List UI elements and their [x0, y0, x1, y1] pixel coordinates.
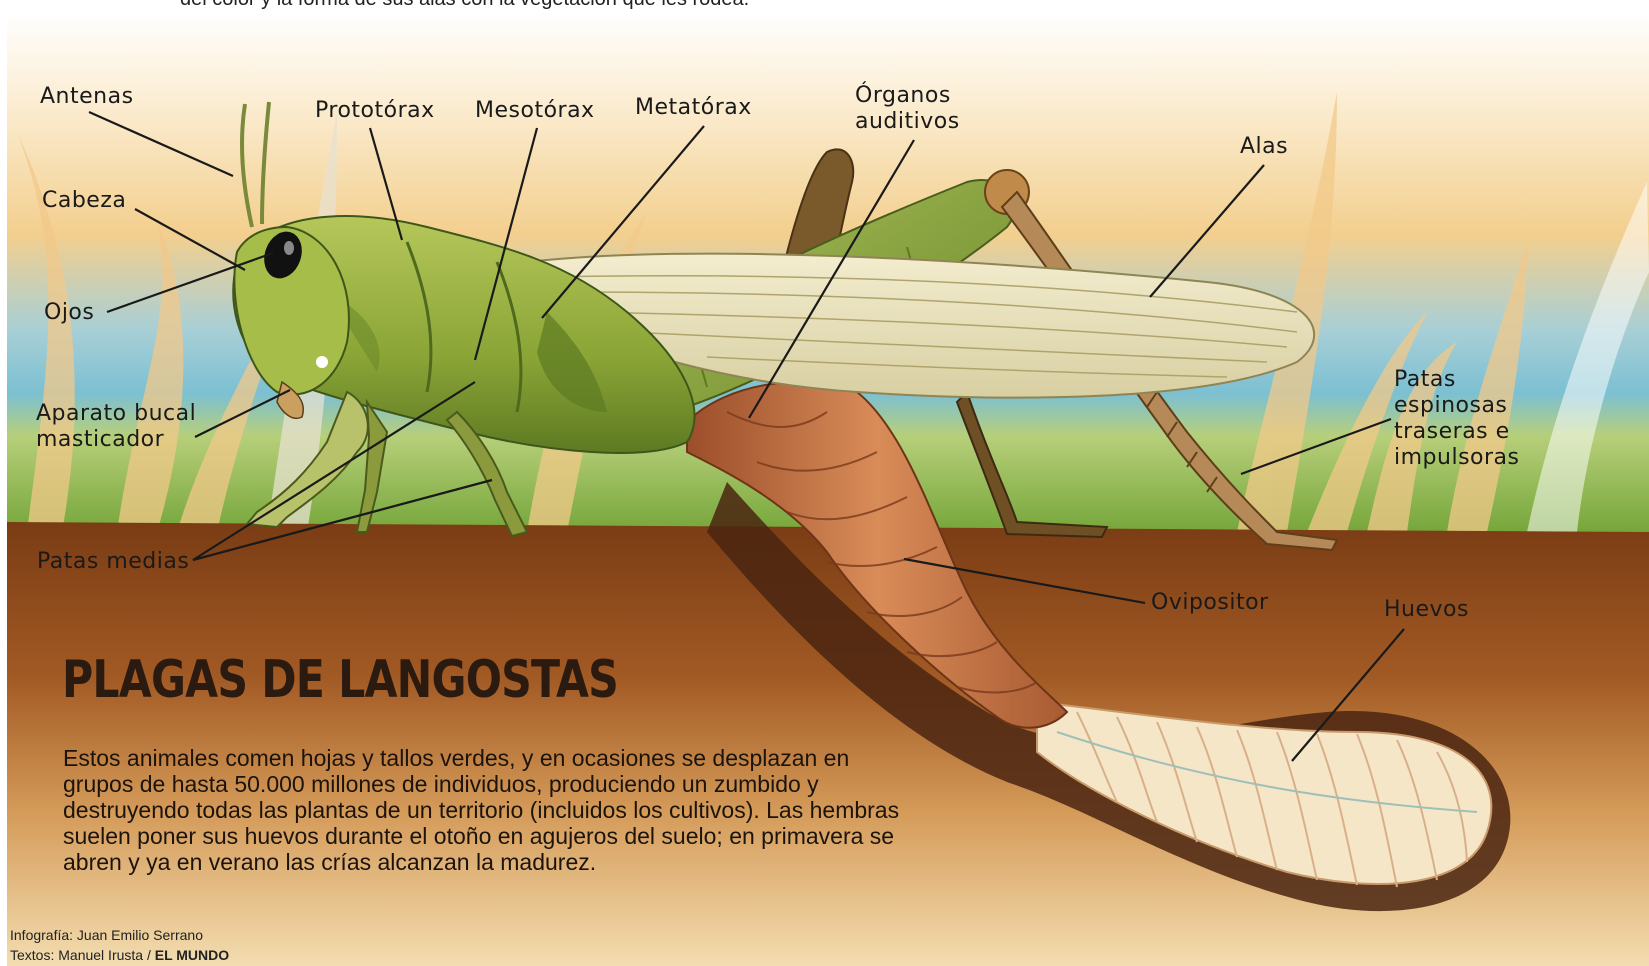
- label-patas-esp-line3: traseras e: [1394, 419, 1519, 445]
- description-text: Estos animales comen hojas y tallos verd…: [63, 745, 923, 875]
- label-ojos: Ojos: [44, 300, 94, 326]
- label-patas-medias: Patas medias: [37, 549, 189, 575]
- label-huevos: Huevos: [1384, 597, 1469, 623]
- credits-textos: Textos: Manuel Irusta / EL MUNDO: [10, 945, 229, 965]
- credits: Infografía: Juan Emilio Serrano Textos: …: [10, 925, 229, 965]
- credits-brand: EL MUNDO: [155, 947, 229, 963]
- label-organos-auditivos: Órganos auditivos: [855, 83, 960, 135]
- label-ovipositor: Ovipositor: [1151, 590, 1269, 616]
- page-title: PLAGAS DE LANGOSTAS: [62, 650, 618, 710]
- label-cabeza: Cabeza: [42, 188, 126, 214]
- label-protorax: Prototórax: [315, 98, 435, 124]
- label-alas: Alas: [1240, 134, 1288, 160]
- credits-textos-prefix: Textos: Manuel Irusta /: [10, 947, 155, 963]
- label-aparato-bucal-line2: masticador: [36, 427, 196, 453]
- label-organos-line1: Órganos: [855, 83, 960, 109]
- label-patas-esp-line4: impulsoras: [1394, 445, 1519, 471]
- label-patas-espinosas: Patas espinosas traseras e impulsoras: [1394, 367, 1519, 471]
- label-aparato-bucal: Aparato bucal masticador: [36, 401, 196, 453]
- label-antenas: Antenas: [40, 84, 134, 110]
- credits-infografia: Infografía: Juan Emilio Serrano: [10, 925, 229, 945]
- label-patas-esp-line1: Patas: [1394, 367, 1519, 393]
- label-metatorax: Metatórax: [635, 95, 752, 121]
- label-mesotorax: Mesotórax: [475, 98, 595, 124]
- label-patas-esp-line2: espinosas: [1394, 393, 1519, 419]
- top-caption: del color y la forma de sus alas con la …: [180, 0, 749, 11]
- label-aparato-bucal-line1: Aparato bucal: [36, 401, 196, 427]
- label-organos-line2: auditivos: [855, 109, 960, 135]
